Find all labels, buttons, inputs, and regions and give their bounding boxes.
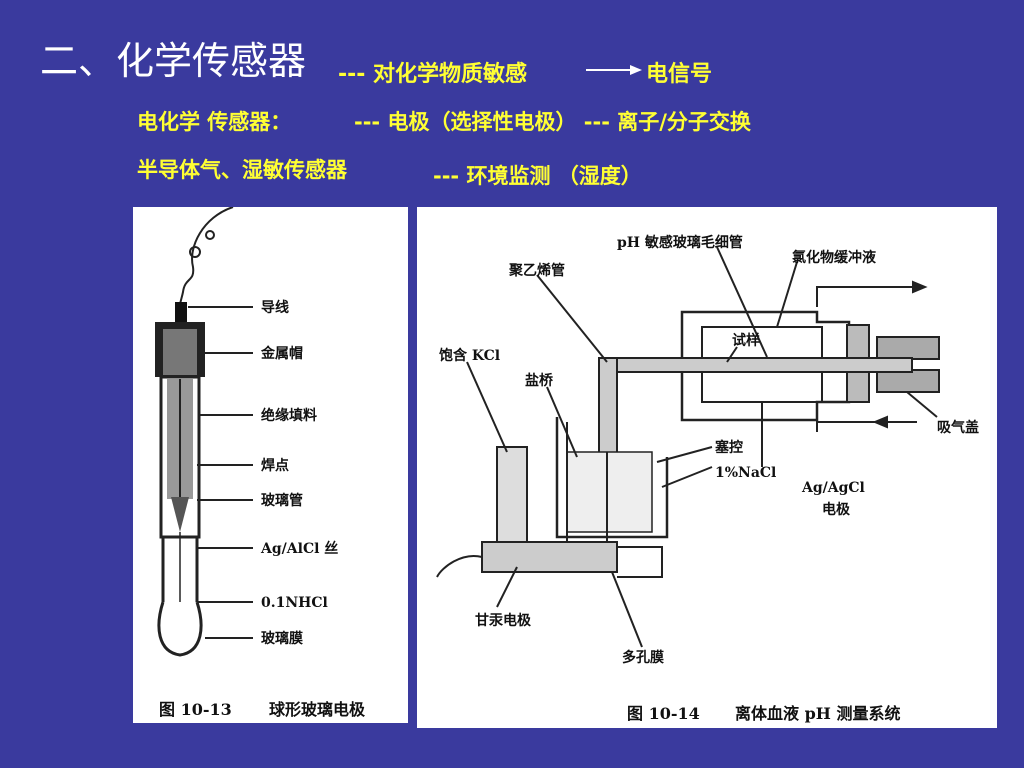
title-subtitle: --- 对化学物质敏感 [338, 62, 528, 87]
label-nacl: 1%NaCl [715, 465, 776, 481]
label-saturated-kcl: 饱含 KCl [439, 347, 500, 364]
line-electrochemical-label: 电化学 传感器： [137, 110, 292, 134]
label-salt-bridge: 盐桥 [525, 372, 554, 389]
label-suction-cap: 吸气盖 [937, 419, 979, 436]
blood-ph-diagram: pH 敏感玻璃毛细管 聚乙烯管 氯化物缓冲液 饱含 KCl 盐桥 试样 塞控 1… [436, 234, 979, 723]
label-chloride-buffer: 氯化物缓冲液 [792, 249, 877, 266]
caption-number: 图 10-14 [627, 704, 700, 723]
line-electrochemical-desc: --- 电极（选择性电极） --- 离子/分子交换 [354, 110, 751, 134]
label-sample: 试样 [732, 332, 760, 349]
label-wire: 导线 [261, 299, 289, 316]
glass-electrode-diagram: 导线 金属帽 绝缘填料 焊点 玻璃管 Ag/AlCl 丝 0.1NHCl 玻璃膜… [155, 207, 366, 719]
label-hcl: 0.1NHCl [261, 595, 328, 611]
label-glass-membrane: 玻璃膜 [261, 630, 303, 647]
label-plug: 塞控 [715, 439, 743, 456]
title-end: 电信号 [646, 62, 713, 87]
arrow-icon [586, 65, 642, 75]
label-porous-membrane: 多孔膜 [622, 649, 664, 666]
label-solder-joint: 焊点 [261, 457, 289, 474]
label-ag-agcl: Ag/AgCl [801, 480, 865, 496]
figure-glass-electrode: 导线 金属帽 绝缘填料 焊点 玻璃管 Ag/AlCl 丝 0.1NHCl 玻璃膜… [133, 207, 408, 723]
line-semiconductor-desc: --- 环境监测 （湿度） [433, 164, 642, 188]
label-polyethylene-tube: 聚乙烯管 [508, 262, 565, 279]
label-calomel-electrode: 甘汞电极 [475, 612, 532, 629]
caption-text: 球形玻璃电极 [269, 700, 366, 719]
label-ph-capillary: pH 敏感玻璃毛细管 [617, 234, 743, 251]
slide-title: 二、化学传感器 [40, 39, 307, 83]
label-insulation: 绝缘填料 [261, 407, 317, 424]
caption-number: 图 10-13 [159, 700, 232, 719]
figure-blood-ph-system: pH 敏感玻璃毛细管 聚乙烯管 氯化物缓冲液 饱含 KCl 盐桥 试样 塞控 1… [417, 207, 997, 728]
line-semiconductor-label: 半导体气、湿敏传感器 [137, 158, 347, 182]
label-glass-tube: 玻璃管 [261, 492, 303, 509]
label-metal-cap: 金属帽 [260, 345, 303, 362]
caption-text: 离体血液 pH 测量系统 [735, 704, 900, 723]
label-ag-wire: Ag/AlCl 丝 [260, 540, 338, 557]
label-electrode: 电极 [822, 501, 851, 518]
